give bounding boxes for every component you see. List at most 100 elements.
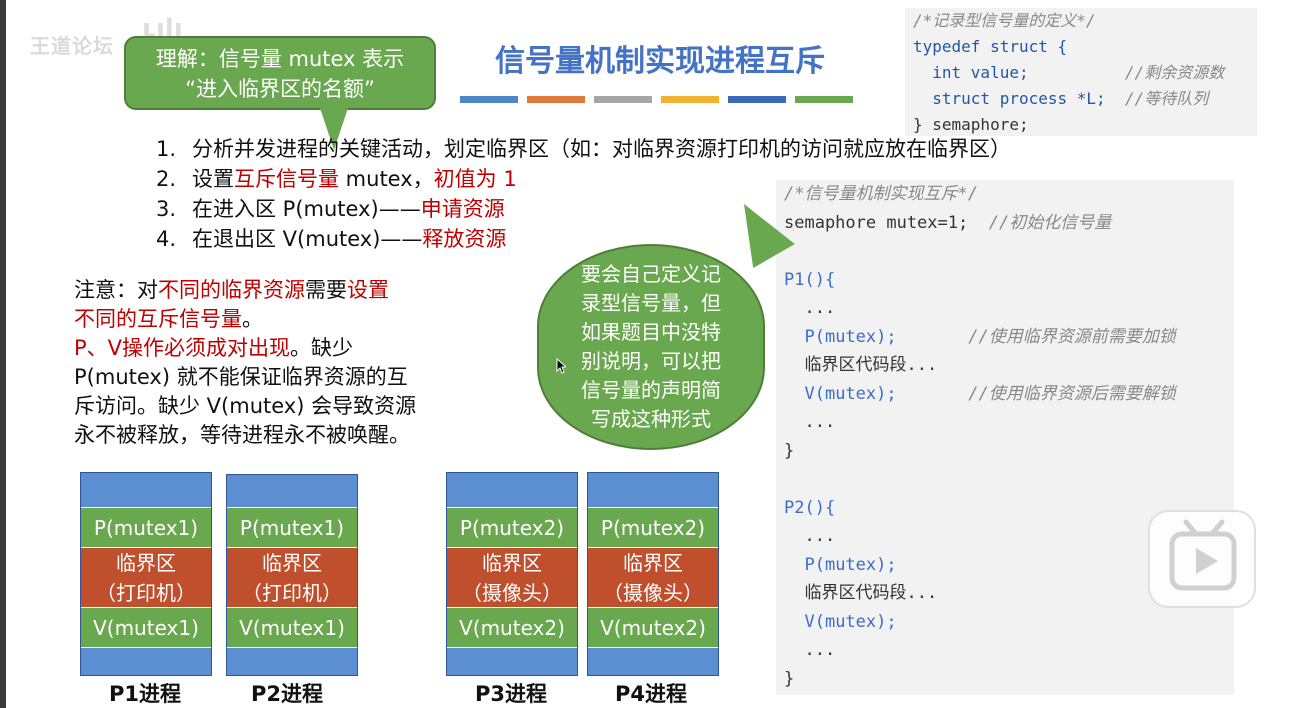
step-text: 在进入区 P(mutex)—— bbox=[192, 197, 421, 221]
left-edge bbox=[0, 0, 6, 708]
process-seg-top bbox=[227, 475, 357, 507]
note-span: 。 bbox=[242, 307, 263, 331]
bubble-line: 别说明，可以把 bbox=[581, 349, 721, 373]
note-line: 永不被释放，等待进程永不被唤醒。 bbox=[74, 423, 410, 447]
step-number: 1. bbox=[156, 137, 177, 161]
process-seg-top bbox=[447, 473, 577, 507]
code-comment: //剩余资源数 bbox=[1124, 63, 1225, 82]
play-button[interactable] bbox=[1148, 510, 1256, 608]
note-text: 注意：对不同的临界资源需要设置 不同的互斥信号量。 P、V操作必须成对出现。缺少… bbox=[74, 276, 474, 450]
code-line: ... bbox=[784, 522, 1226, 551]
slide-title: 信号量机制实现进程互斥 bbox=[495, 44, 825, 79]
code-line: P1(){ bbox=[784, 269, 836, 290]
code-blank bbox=[784, 237, 1226, 266]
code-comment: //初始化信号量 bbox=[988, 212, 1112, 233]
process-seg-v: V(mutex2) bbox=[588, 607, 718, 647]
bubble-mutex-meaning: 理解：信号量 mutex 表示 “进入临界区的名额” bbox=[124, 36, 436, 110]
process-label: P4进程 bbox=[614, 682, 687, 706]
code-line: } bbox=[784, 668, 795, 689]
code-comment: /*信号量机制实现互斥*/ bbox=[784, 184, 978, 204]
process-seg-critical: 临界区 （打印机） bbox=[227, 547, 357, 607]
step-highlight: 初值为 1 bbox=[433, 167, 517, 191]
step-highlight: 互斥信号量 bbox=[234, 167, 339, 191]
process-seg-bottom bbox=[588, 647, 718, 675]
code-text: P(mutex); bbox=[804, 554, 897, 575]
note-line: P、V操作必须成对出现。缺少 bbox=[74, 334, 474, 363]
process-seg-p: P(mutex2) bbox=[447, 507, 577, 547]
code-line: typedef struct { bbox=[913, 37, 1068, 56]
note-line: P(mutex) 就不能保证临界资源的互 bbox=[74, 365, 408, 389]
process-seg-critical: 临界区 （摄像头） bbox=[588, 547, 718, 607]
process-seg-top bbox=[81, 473, 211, 507]
step-number: 4. bbox=[156, 227, 177, 251]
title-bar bbox=[795, 96, 853, 103]
code-line: } bbox=[784, 440, 795, 461]
code-line: ... bbox=[784, 408, 1226, 437]
critical-resource: （打印机） bbox=[242, 580, 342, 605]
bubble-line: 信号量的声明简 bbox=[581, 378, 721, 402]
step-item: 1. 分析并发进程的关键活动，划定临界区（如：对临界资源打印机的访问就应放在临界区… bbox=[150, 134, 1011, 164]
note-line: 注意：对不同的临界资源需要设置 bbox=[74, 276, 474, 305]
process-seg-bottom bbox=[81, 647, 211, 675]
note-span: 注意：对 bbox=[74, 278, 158, 302]
bubble-line: 写成这种形式 bbox=[591, 407, 711, 431]
code-text: 临界区代码段... bbox=[804, 355, 938, 375]
watermark: 王道论坛 bbox=[30, 34, 114, 58]
critical-label: 临界区 bbox=[623, 550, 683, 575]
critical-label: 临界区 bbox=[262, 550, 322, 575]
critical-label: 临界区 bbox=[116, 550, 176, 575]
code-text: V(mutex); bbox=[804, 611, 897, 632]
process-seg-bottom bbox=[227, 647, 357, 675]
process-label: P3进程 bbox=[474, 682, 547, 706]
bubble-line: 要会自己定义记 bbox=[581, 262, 721, 286]
code-text: ... bbox=[804, 298, 836, 318]
code-text: V(mutex); bbox=[804, 383, 897, 404]
cursor-icon bbox=[556, 357, 568, 378]
critical-resource: （摄像头） bbox=[462, 580, 562, 605]
code-blank bbox=[784, 465, 1226, 494]
code-line: P(mutex); bbox=[784, 551, 1226, 580]
process-seg-v: V(mutex1) bbox=[81, 607, 211, 647]
title-bar bbox=[661, 96, 719, 103]
step-text: 在退出区 V(mutex)—— bbox=[192, 227, 423, 251]
step-text: 设置 bbox=[192, 167, 234, 191]
code-line: } semaphore; bbox=[913, 115, 1029, 134]
code-text: ... bbox=[804, 412, 836, 432]
code-line: int value; //剩余资源数 bbox=[913, 60, 1249, 86]
bubble-line: 如果题目中没特 bbox=[581, 320, 721, 344]
code-line: P(mutex); //使用临界资源前需要加锁 bbox=[784, 323, 1226, 352]
steps-list: 1. 分析并发进程的关键活动，划定临界区（如：对临界资源打印机的访问就应放在临界区… bbox=[150, 134, 1011, 254]
process-label: P1进程 bbox=[108, 682, 181, 706]
bubble-line: 理解：信号量 mutex 表示 bbox=[155, 47, 405, 71]
step-item: 3.在进入区 P(mutex)——申请资源 bbox=[150, 194, 1011, 224]
note-line: 不同的互斥信号量。 bbox=[74, 305, 474, 334]
note-highlight: 不同的互斥信号量 bbox=[74, 307, 242, 331]
code-line: P2(){ bbox=[784, 497, 836, 518]
code-text: P(mutex); bbox=[804, 326, 897, 347]
critical-resource: （摄像头） bbox=[603, 580, 703, 605]
code-line: 临界区代码段... bbox=[784, 351, 1226, 380]
note-highlight: 设置 bbox=[347, 278, 389, 302]
code-text: ... bbox=[804, 640, 836, 660]
code-mutex-impl: /*信号量机制实现互斥*/ semaphore mutex=1; //初始化信号… bbox=[776, 180, 1234, 695]
code-line: 临界区代码段... bbox=[784, 579, 1226, 608]
process-block-p1: P(mutex1) 临界区（打印机） V(mutex1) bbox=[80, 472, 212, 676]
code-text: 临界区代码段... bbox=[804, 583, 938, 603]
step-number: 2. bbox=[156, 167, 177, 191]
step-highlight: 释放资源 bbox=[422, 227, 507, 251]
code-line: semaphore mutex=1; //初始化信号量 bbox=[784, 209, 1226, 238]
bubble-definition-hint: 要会自己定义记 录型信号量，但 如果题目中没特 别说明，可以把 信号量的声明简 … bbox=[537, 244, 765, 450]
bubble-line: 录型信号量，但 bbox=[581, 291, 721, 315]
play-icon bbox=[1169, 519, 1237, 591]
bubble-line: “进入临界区的名额” bbox=[185, 77, 375, 101]
process-seg-critical: 临界区（打印机） bbox=[81, 547, 211, 607]
step-text: 分析并发进程的关键活动，划定临界区（如：对临界资源打印机的访问就应放在临界区） bbox=[192, 137, 1011, 161]
code-comment: //等待队列 bbox=[1124, 89, 1209, 108]
code-text: semaphore mutex=1; bbox=[784, 212, 969, 233]
title-bar bbox=[460, 96, 518, 103]
process-seg-v: V(mutex1) bbox=[227, 607, 357, 647]
step-number: 3. bbox=[156, 197, 177, 221]
code-line: V(mutex); //使用临界资源后需要解锁 bbox=[784, 380, 1226, 409]
step-item: 4. 在退出区 V(mutex)——释放资源 bbox=[150, 224, 1011, 254]
process-seg-bottom bbox=[447, 647, 577, 675]
